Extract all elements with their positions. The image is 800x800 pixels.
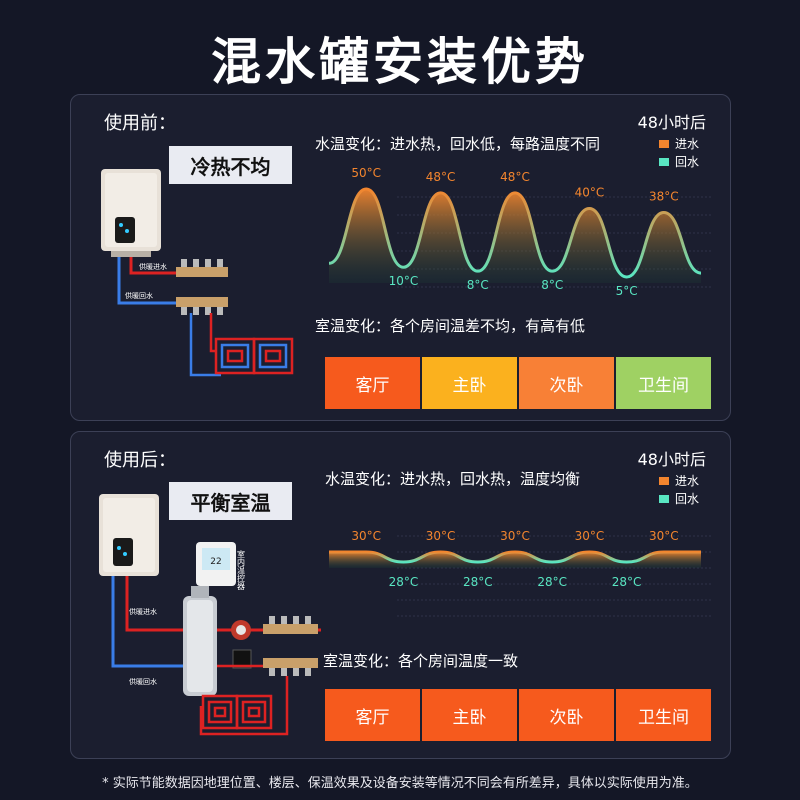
legend-out-swatch: [659, 158, 669, 166]
after-legend: 进水 回水: [659, 472, 699, 508]
floor-heating-loop-icon: [201, 694, 273, 730]
room-master: 主卧: [422, 357, 517, 409]
after-water-chart: 30°C 30°C 30°C 30°C 30°C 28°C 28°C 28°C 28°C: [328, 529, 711, 617]
legend-in-swatch: [659, 140, 669, 148]
room-bath: 卫生间: [616, 689, 711, 741]
legend-out-swatch: [659, 495, 669, 503]
trough-label: 28°C: [389, 575, 419, 589]
room-master: 主卧: [422, 689, 517, 741]
circulation-pump-icon: [231, 620, 251, 640]
floor-heating-loop-icon: [214, 337, 294, 375]
manifold-icon: [263, 616, 318, 676]
trough-label: 28°C: [463, 575, 493, 589]
thermostat-label: 室内温控器: [237, 549, 246, 591]
page-title: 混水罐安装优势: [211, 33, 589, 91]
peak-label: 48°C: [500, 170, 530, 184]
peak-label: 30°C: [500, 529, 530, 543]
return-label: 供暖回水: [129, 677, 157, 686]
trough-label: 28°C: [537, 575, 567, 589]
legend-in: 进水: [659, 135, 699, 153]
footnote: * 实际节能数据因地理位置、楼层、保温效果及设备安装等情况不同会有所差异，具体以…: [102, 776, 698, 791]
room-living: 客厅: [325, 357, 420, 409]
before-panel: 使用前： 冷热不均 48小时后 进水 回水 水温变化：进水热，回水低，每路温度不…: [70, 94, 731, 421]
wave-area: [329, 552, 701, 568]
wave-line: [328, 187, 702, 279]
after-hours: 48小时后: [637, 450, 706, 469]
legend-out: 回水: [659, 153, 699, 171]
room-second: 次卧: [519, 689, 614, 741]
wave-area: [329, 189, 701, 283]
mixing-tank-icon: [183, 586, 217, 696]
wave-line: [328, 550, 701, 564]
before-legend: 进水 回水: [659, 135, 699, 171]
peak-label: 30°C: [575, 529, 605, 543]
before-water-chart: 50°C 48°C 48°C 40°C 38°C 10°C 8°C 8°C 5°C: [328, 166, 711, 298]
before-hours: 48小时后: [637, 113, 706, 132]
peak-label: 30°C: [351, 529, 381, 543]
room-second: 次卧: [519, 357, 614, 409]
legend-in: 进水: [659, 472, 699, 490]
before-label: 使用前：: [104, 113, 176, 134]
trough-label: 8°C: [541, 278, 563, 292]
hot-supply-label: 供暖进水: [139, 262, 167, 271]
after-panel: 使用后： 平衡室温 48小时后 进水 回水 水温变化：进水热，回水热，温度均衡 …: [70, 431, 731, 759]
water-heater-icon: [101, 169, 161, 257]
controller-icon: [232, 649, 252, 669]
thermostat-display: 22: [210, 557, 221, 567]
before-room-text: 室温变化：各个房间温差不均，有高有低: [315, 317, 586, 335]
legend-in-swatch: [659, 477, 669, 485]
peak-label: 30°C: [426, 529, 456, 543]
peak-label: 40°C: [575, 186, 605, 200]
trough-label: 28°C: [612, 575, 642, 589]
peak-label: 48°C: [426, 170, 456, 184]
water-heater-icon: [99, 494, 159, 576]
thermostat-icon: 22: [196, 542, 236, 586]
return-label: 供暖回水: [125, 291, 153, 300]
after-room-text: 室温变化：各个房间温度一致: [323, 652, 519, 670]
manifold-icon: [176, 259, 228, 315]
trough-label: 8°C: [467, 278, 489, 292]
after-rooms: 客厅 主卧 次卧 卫生间: [325, 689, 711, 741]
after-illustration: 22 室内温控器 供暖进水 供暖回水: [99, 494, 321, 736]
before-badge: 冷热不均: [169, 146, 292, 184]
before-illustration: 供暖进水 供暖回水: [101, 169, 294, 377]
peak-label: 50°C: [351, 166, 381, 180]
hot-supply-label: 供暖进水: [129, 607, 157, 616]
legend-out: 回水: [659, 490, 699, 508]
after-water-text: 水温变化：进水热，回水热，温度均衡: [325, 470, 581, 488]
before-water-text: 水温变化：进水热，回水低，每路温度不同: [315, 135, 601, 153]
trough-label: 10°C: [389, 274, 419, 288]
peak-label: 38°C: [649, 189, 679, 203]
before-rooms: 客厅 主卧 次卧 卫生间: [325, 357, 711, 409]
after-label: 使用后：: [104, 450, 176, 471]
room-living: 客厅: [325, 689, 420, 741]
after-badge: 平衡室温: [169, 482, 292, 520]
trough-label: 5°C: [616, 284, 638, 298]
peak-label: 30°C: [649, 529, 679, 543]
room-bath: 卫生间: [616, 357, 711, 409]
